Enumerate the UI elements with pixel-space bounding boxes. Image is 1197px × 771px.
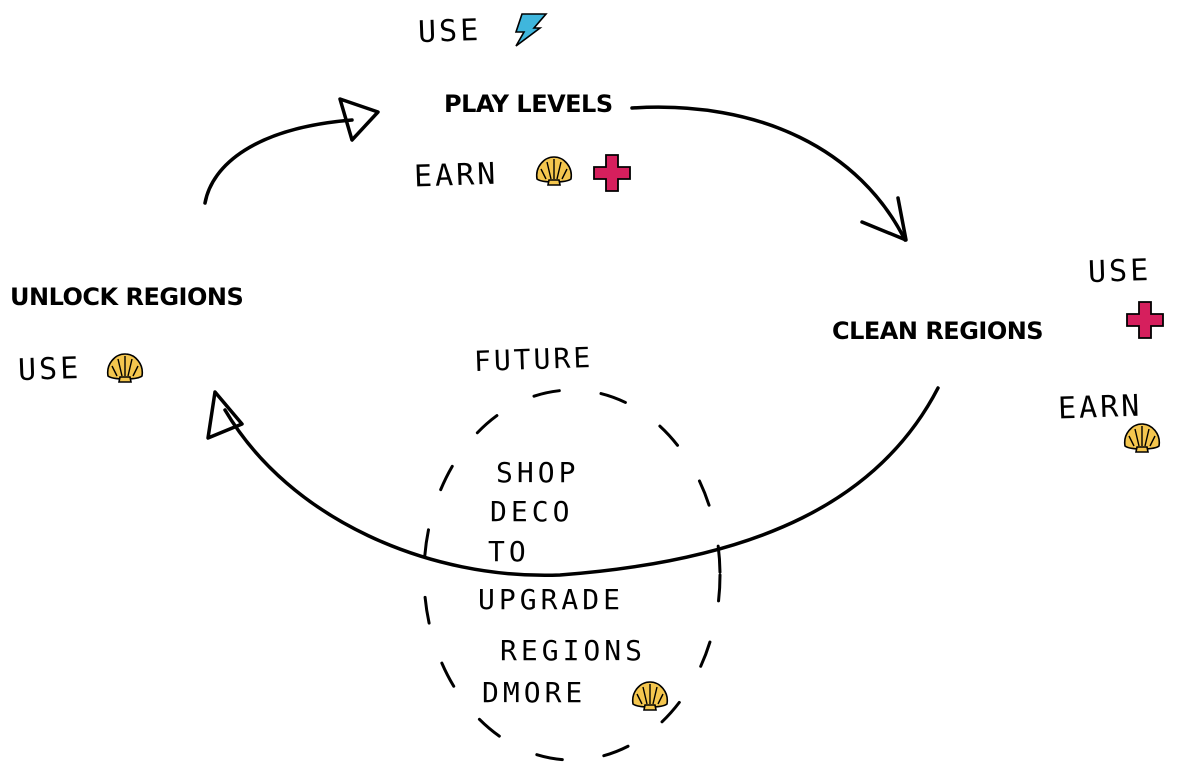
lightning-icon — [515, 13, 547, 47]
shell-icon — [535, 156, 573, 186]
health-cross-icon — [1126, 301, 1164, 339]
arrow-unlock-to-play — [203, 118, 354, 205]
arrow-clean-to-unlock — [223, 386, 940, 578]
health-cross-icon — [593, 154, 631, 192]
future-line-more: DMORE — [482, 676, 587, 709]
play-levels-use-label: USE — [417, 12, 482, 51]
future-line-deco: DECO — [490, 495, 574, 528]
clean-regions-use-label: USE — [1087, 252, 1152, 291]
future-line-regions: REGIONS — [500, 634, 647, 667]
future-line-to: TO — [488, 535, 530, 568]
future-dashed-circle — [422, 388, 722, 762]
play-levels-title: PLAY LEVELS — [444, 90, 613, 118]
play-levels-earn-label: EARN — [413, 156, 499, 195]
future-line-shop: SHOP — [496, 456, 580, 489]
arrow-play-to-clean — [630, 105, 907, 242]
unlock-regions-title: UNLOCK REGIONS — [10, 283, 244, 311]
shell-icon — [1123, 423, 1161, 453]
clean-regions-earn-label: EARN — [1057, 388, 1143, 427]
arrowhead-unlock-to-play — [338, 97, 380, 142]
clean-regions-title: CLEAN REGIONS — [832, 317, 1044, 345]
shell-icon — [106, 353, 144, 383]
arrowhead-play-to-clean — [860, 196, 908, 242]
unlock-regions-use-label: USE — [17, 350, 82, 389]
future-label: FUTURE — [473, 340, 594, 379]
arrowhead-clean-to-unlock — [206, 390, 244, 440]
future-line-upgrade: UPGRADE — [478, 583, 625, 616]
shell-icon — [631, 681, 669, 711]
